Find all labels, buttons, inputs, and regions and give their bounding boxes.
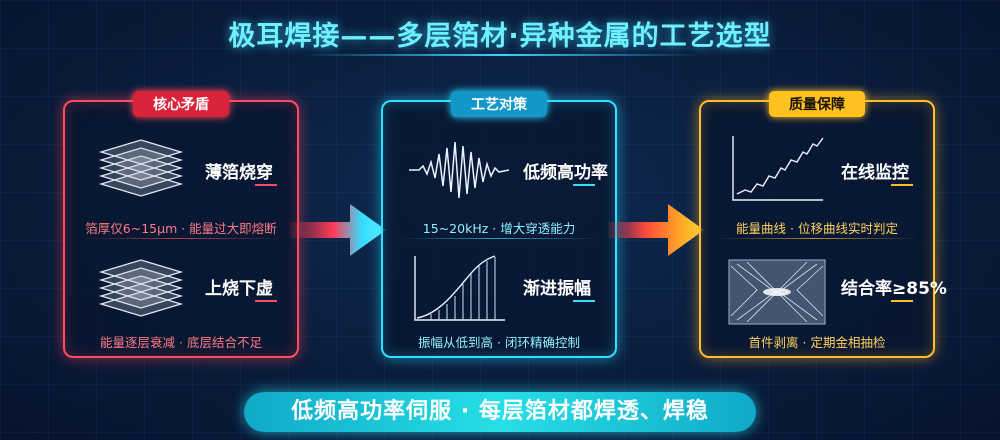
item-caption: 能量曲线 · 位移曲线实时判定 xyxy=(736,221,898,236)
waveform-icon xyxy=(409,141,509,199)
panel-core-conflict: 核心矛盾 薄箔烧穿 箔厚仅6~15μm · 能量过大即熔断 上烧下虚 能量逐层衰… xyxy=(63,91,299,358)
item-label: 薄箔烧穿 xyxy=(205,163,273,183)
ramp-amplitude-icon xyxy=(414,255,505,321)
flow-arrow-icon xyxy=(290,204,386,256)
panel-badge: 核心矛盾 xyxy=(133,91,229,117)
caption-divider xyxy=(717,238,917,239)
title-divider xyxy=(300,54,700,56)
foil-layers-icon xyxy=(98,259,184,317)
item-label: 在线监控 xyxy=(841,163,909,183)
label-underline xyxy=(255,184,277,186)
caption-divider xyxy=(399,238,599,239)
item-caption: 振幅从低到高 · 闭环精确控制 xyxy=(418,335,580,350)
label-underline xyxy=(255,300,277,302)
item-label: 渐进振幅 xyxy=(523,279,591,299)
item-caption: 15~20kHz · 增大穿透能力 xyxy=(422,221,576,236)
page-title: 极耳焊接——多层箔材·异种金属的工艺选型 xyxy=(228,21,772,52)
foil-layers-icon xyxy=(98,139,184,197)
summary-banner: 低频高功率伺服 · 每层箔材都焊透、焊稳 xyxy=(244,392,756,432)
panel-process-strategy: 工艺对策 低频高功率 15~20kHz · 增大穿透能力 渐进振幅 振幅从低到高… xyxy=(381,91,617,358)
label-underline xyxy=(573,184,595,186)
item-caption: 箔厚仅6~15μm · 能量过大即熔断 xyxy=(85,221,277,236)
label-underline xyxy=(573,300,595,302)
flow-arrow-icon xyxy=(608,204,704,256)
item-caption: 首件剥离 · 定期金相抽检 xyxy=(748,335,886,350)
caption-divider xyxy=(81,238,281,239)
item-label: 低频高功率 xyxy=(523,163,608,183)
item-caption: 能量逐层衰减 · 底层结合不足 xyxy=(100,335,262,350)
monitor-curve-icon xyxy=(732,136,824,201)
label-underline xyxy=(891,300,913,302)
item-label: 结合率≥85% xyxy=(841,279,947,299)
panel-badge: 工艺对策 xyxy=(451,91,547,117)
weld-crosssection-icon xyxy=(728,259,826,325)
panel-quality-assurance: 质量保障 在线监控 能量曲线 · 位移曲线实时判定 结合率≥85% 首件剥离 ·… xyxy=(699,91,947,358)
label-underline xyxy=(891,184,913,186)
item-label: 上烧下虚 xyxy=(205,279,273,299)
panel-badge: 质量保障 xyxy=(769,91,865,117)
